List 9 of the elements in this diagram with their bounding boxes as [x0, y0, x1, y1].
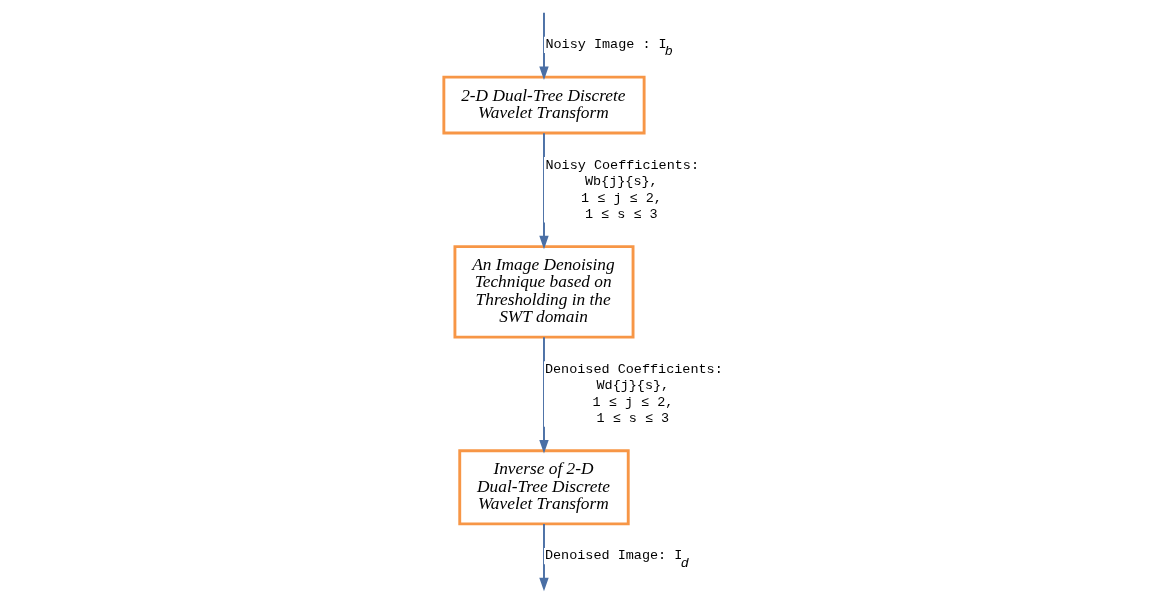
- node-box: Inverse of 2-D Dual-Tree Discrete Wavelet Transform: [458, 449, 630, 526]
- edge-label: Denoised Coefficients: Wd{j}{s}, 1 ≤ j ≤ 2, 1 ≤ s ≤ 3: [544, 361, 723, 427]
- arrow: [539, 336, 549, 454]
- arrow: [539, 523, 549, 592]
- arrow: [539, 11, 549, 81]
- arrow: [539, 132, 549, 250]
- node-box: 2-D Dual-Tree Discrete Wavelet Transform: [442, 75, 646, 135]
- node-box: An Image Denoising Technique based on Thresholding in the SWT domain: [453, 245, 635, 339]
- edge-label: Noisy Coefficients: Wb{j}{s}, 1 ≤ j ≤ 2, 1 ≤ s ≤ 3: [545, 157, 700, 222]
